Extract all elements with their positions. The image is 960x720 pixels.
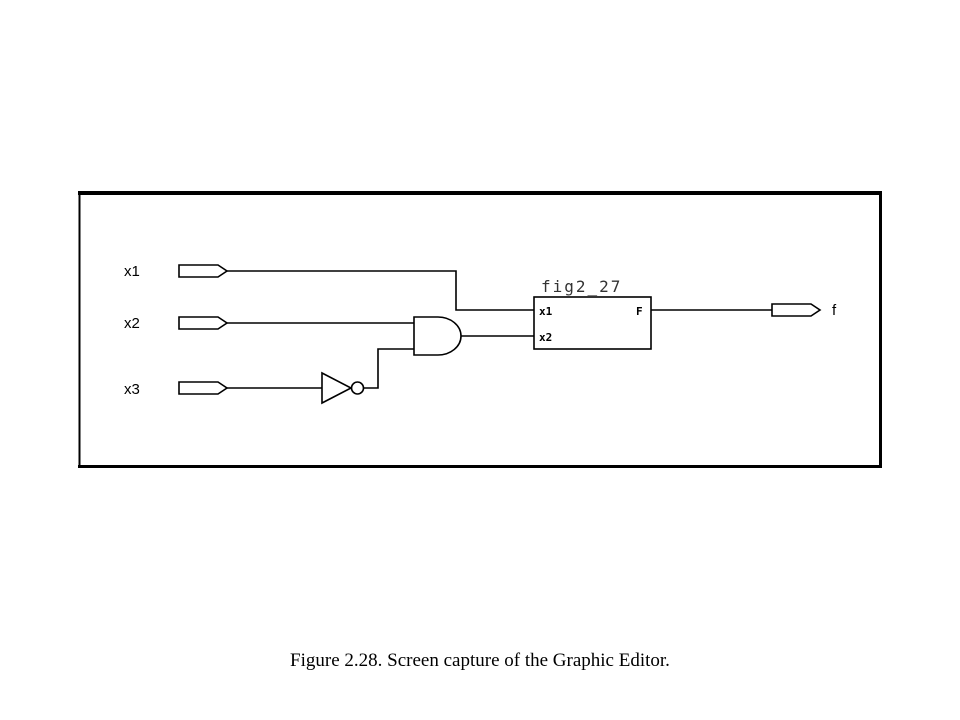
input-pin-x3[interactable] (178, 381, 229, 395)
wire-x1-to-block[interactable] (227, 270, 534, 311)
block-fig2-27[interactable] (533, 296, 652, 350)
input-pin-x1[interactable] (178, 264, 229, 278)
block-title: fig2_27 (541, 277, 622, 296)
and-gate[interactable] (413, 316, 462, 356)
input-label-x1: x1 (124, 263, 140, 280)
input-label-x2: x2 (124, 315, 140, 332)
figure-caption: Figure 2.28. Screen capture of the Graph… (290, 650, 670, 671)
input-pin-x2[interactable] (178, 316, 229, 330)
output-pin-f[interactable] (771, 303, 822, 317)
block-port-f: F (636, 305, 643, 318)
not-gate-bubble (350, 381, 365, 395)
not-gate[interactable] (321, 371, 353, 405)
output-label-f: f (832, 302, 837, 319)
block-port-x2: x2 (539, 331, 552, 344)
editor-frame (78, 192, 882, 468)
wire-not-to-and[interactable] (364, 348, 414, 389)
input-label-x3: x3 (124, 381, 140, 398)
block-port-x1: x1 (539, 305, 553, 318)
